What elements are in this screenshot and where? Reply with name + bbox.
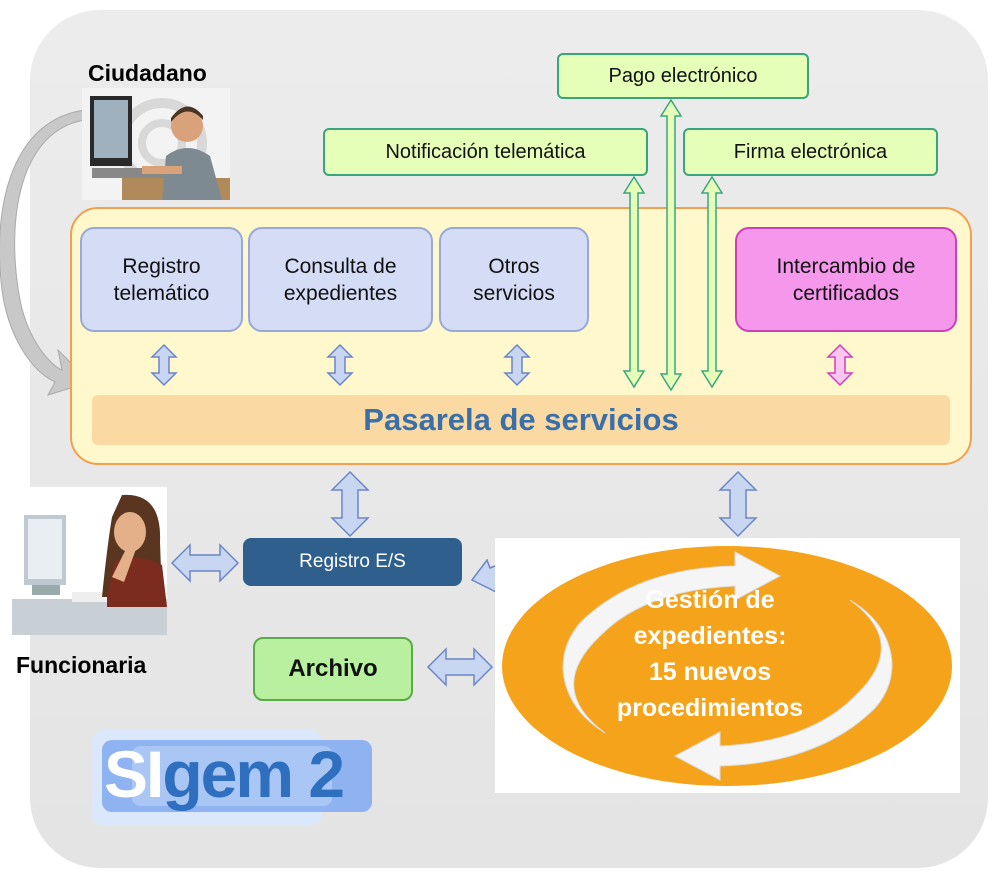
service-line: expedientes	[283, 281, 398, 305]
cycle-arrow-bottom	[673, 599, 893, 781]
signature-arrow	[700, 175, 724, 389]
service-otros-servicios: Otros servicios	[439, 227, 589, 332]
official-registry-arrow	[170, 543, 240, 583]
logo-text: SIgem 2	[104, 734, 345, 814]
service-registro-telematico: Registro telemático	[80, 227, 243, 332]
citizen-photo	[82, 88, 230, 200]
case-line: 15 nuevos	[648, 658, 772, 686]
intercambio-gateway-arrow	[827, 344, 853, 386]
citizen-label: Ciudadano	[88, 60, 207, 86]
service-line: telemático	[113, 281, 210, 305]
service-line: certificados	[792, 281, 900, 305]
gateway-case-arrow	[718, 470, 758, 538]
case-line: procedimientos	[616, 694, 804, 722]
otros-gateway-arrow	[504, 344, 530, 386]
service-intercambio-certificados: Intercambio de certificados	[735, 227, 957, 332]
service-line: Intercambio de	[776, 254, 916, 278]
service-line: servicios	[473, 281, 555, 305]
case-management-graphic	[502, 546, 952, 786]
case-management-panel	[495, 538, 960, 793]
official-photo	[12, 487, 167, 635]
service-line: Registro	[122, 254, 201, 278]
archive-case-arrow	[426, 647, 494, 687]
notification-arrow	[622, 175, 646, 389]
consulta-gateway-arrow	[327, 344, 353, 386]
archive-box: Archivo	[253, 637, 413, 701]
service-consulta-expedientes: Consulta de expedientes	[248, 227, 433, 332]
notification-service-box: Notificación telemática	[323, 128, 648, 176]
service-line: Otros	[488, 254, 540, 278]
cycle-arrow-top	[562, 551, 782, 734]
signature-service-box: Firma electrónica	[683, 128, 938, 176]
gateway-registry-arrow	[330, 470, 370, 538]
official-label: Funcionaria	[16, 652, 147, 678]
logo-text-si: SI	[104, 737, 164, 811]
citizen-flow-arrow	[0, 109, 91, 396]
gateway-title: Pasarela de servicios	[92, 395, 950, 445]
case-management-text: Gestión de expedientes: 15 nuevos proced…	[600, 582, 820, 726]
case-line: Gestión de	[645, 586, 775, 614]
case-line: expedientes:	[633, 622, 787, 650]
registro-gateway-arrow	[151, 344, 177, 386]
registry-box: Registro E/S	[243, 538, 462, 586]
payment-arrow	[659, 98, 683, 392]
payment-service-box: Pago electrónico	[557, 53, 809, 99]
logo-text-gem: gem 2	[162, 737, 345, 811]
service-line: Consulta de	[284, 254, 397, 278]
sigem-logo: SIgem 2	[92, 730, 372, 826]
logo-graphic	[92, 730, 372, 826]
